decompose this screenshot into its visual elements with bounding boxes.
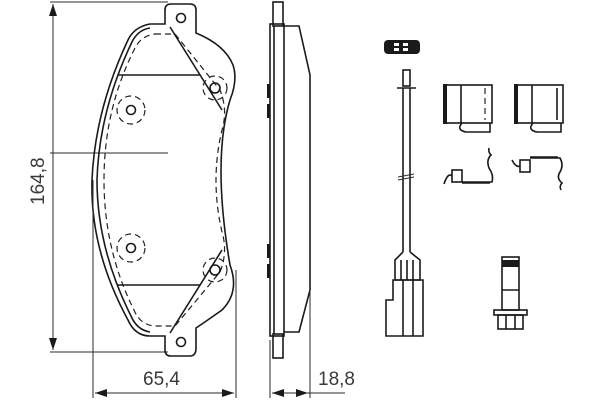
brake-pad-front-view — [91, 3, 236, 357]
brake-pad-side-view — [267, 1, 311, 359]
guide-bolt — [493, 256, 528, 330]
spring-clip-right — [511, 156, 564, 191]
wear-sensor-with-connector — [384, 40, 424, 337]
top-hole — [175, 12, 187, 24]
anti-rattle-clip-left — [443, 84, 493, 133]
width-dimension: 65,4 — [92, 180, 237, 398]
thickness-dimension-label: 18,8 — [318, 369, 355, 390]
height-dimension-label: 164,8 — [28, 157, 49, 205]
thickness-dimension: 18,8 — [269, 290, 355, 398]
spring-clip-left — [443, 147, 494, 185]
anti-rattle-clip-right — [514, 84, 564, 133]
height-dimension: 164,8 — [28, 1, 168, 353]
bottom-hole — [175, 336, 187, 348]
width-dimension-label: 65,4 — [143, 369, 180, 390]
